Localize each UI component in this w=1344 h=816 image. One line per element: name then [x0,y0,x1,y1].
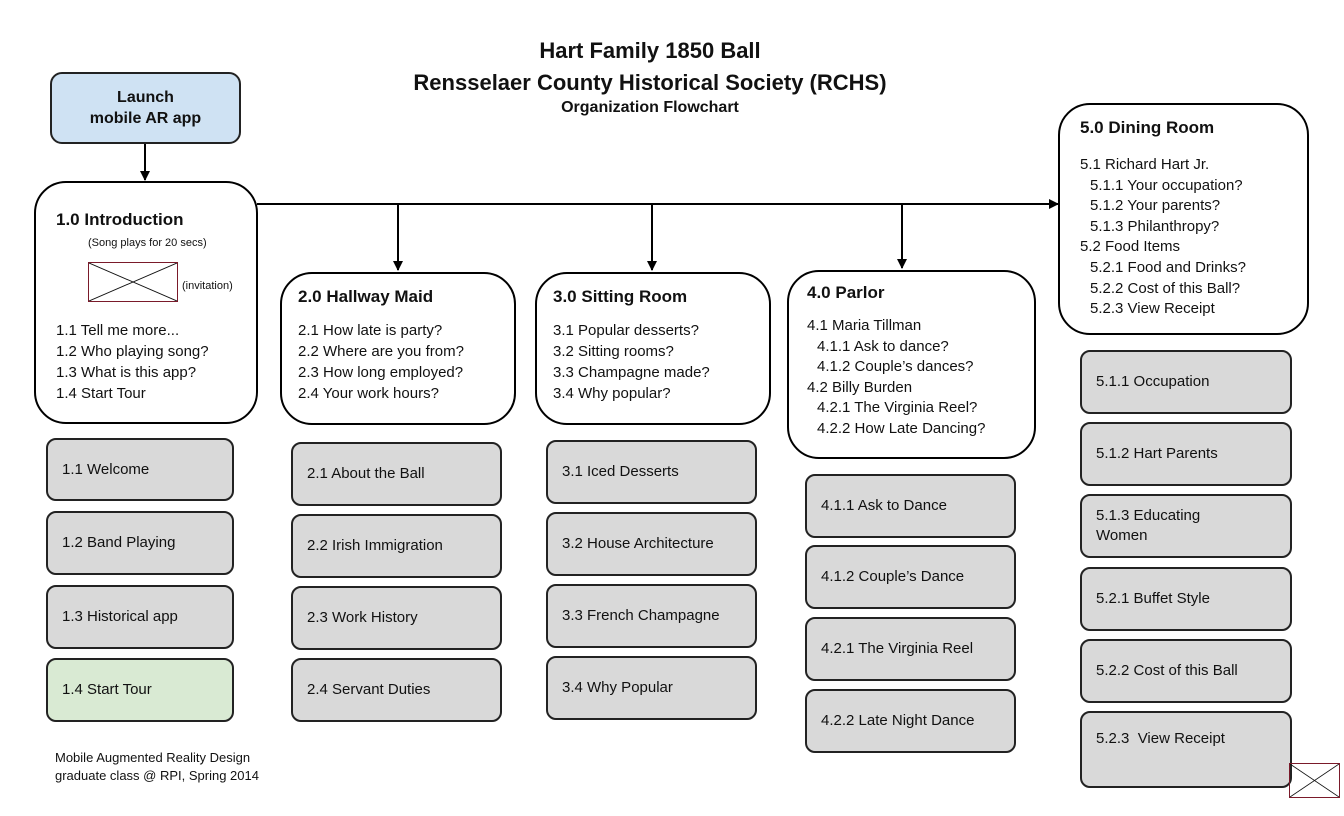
invitation-image-placeholder [88,262,178,302]
screen-box-4-1[interactable]: 4.1.1 Ask to Dance [805,474,1016,538]
dining-room-item: 5.1.3 Philanthropy? [1090,217,1220,235]
parlor-item: 4.1 Maria Tillman [807,317,922,334]
sitting-room-heading: 3.0 Sitting Room [553,287,688,306]
screen-label: 5.2.2 Cost of this Ball [1096,662,1238,679]
screen-label: 1.2 Band Playing [62,534,176,551]
screen-box-5-1[interactable]: 5.1.1 Occupation [1080,350,1292,414]
hallway-item: 2.3 How long employed? [298,364,464,381]
dining-room-item: 5.1.2 Your parents? [1090,197,1221,215]
screen-box-1-1[interactable]: 1.1 Welcome [46,438,234,501]
screen-box-5-5[interactable]: 5.2.2 Cost of this Ball [1080,639,1292,703]
screen-box-1-3[interactable]: 1.3 Historical app [46,585,234,649]
intro-item: 1.3 What is this app? [56,364,197,381]
launch-line-1: Launch [117,89,174,106]
screen-box-2-2[interactable]: 2.2 Irish Immigration [291,514,502,578]
intro-heading: 1.0 Introduction [56,210,184,229]
parlor-heading: 4.0 Parlor [807,283,885,302]
screen-box-4-4[interactable]: 4.2.2 Late Night Dance [805,689,1016,753]
parlor-item: 4.1.1 Ask to dance? [817,337,949,355]
screen-label: 2.1 About the Ball [307,465,425,482]
hallway-item: 2.1 How late is party? [298,322,443,339]
dining-room-item: 5.2.1 Food and Drinks? [1090,258,1246,276]
hallway-item: 2.2 Where are you from? [298,343,464,360]
sitting-room-item: 3.3 Champagne made? [553,364,710,381]
screen-box-1-4[interactable]: 1.4 Start Tour [46,658,234,722]
intro-item: 1.1 Tell me more... [56,322,180,339]
screen-box-3-2[interactable]: 3.2 House Architecture [546,512,757,576]
hallway-node[interactable]: 2.0 Hallway Maid 2.1 How late is party? … [280,272,516,425]
screen-label: 3.4 Why Popular [562,679,673,696]
footer-line-2: graduate class @ RPI, Spring 2014 [55,768,259,783]
screen-label: 4.2.1 The Virginia Reel [821,640,974,657]
sitting-room-node[interactable]: 3.0 Sitting Room 3.1 Popular desserts? 3… [535,272,771,425]
dining-room-item: 5.2.2 Cost of this Ball? [1090,279,1241,297]
screen-label: 3.2 House Architecture [562,535,714,552]
parlor-item: 4.1.2 Couple’s dances? [817,358,974,375]
dining-room-item: 5.2.3 View Receipt [1090,300,1215,318]
intro-item: 1.4 Start Tour [56,385,146,402]
hallway-item: 2.4 Your work hours? [298,385,439,402]
chart-subtitle: Rensselaer County Historical Society (RC… [413,70,887,95]
chart-caption: Organization Flowchart [561,99,739,116]
intro-node[interactable]: 1.0 Introduction (Song plays for 20 secs… [34,181,258,424]
screen-label: 4.1.1 Ask to Dance [821,497,947,514]
parlor-item: 4.2 Billy Burden [807,378,913,396]
screen-box-3-3[interactable]: 3.3 French Champagne [546,584,757,648]
parlor-node[interactable]: 4.0 Parlor 4.1 Maria Tillman 4.1.1 Ask t… [787,270,1036,459]
chart-title: Hart Family 1850 Ball [539,38,761,63]
sitting-room-item: 3.4 Why popular? [553,385,671,402]
screen-box-5-3[interactable]: 5.1.3 Educating Women [1080,494,1292,558]
screen-label: 5.1.1 Occupation [1096,373,1210,390]
launch-app-node[interactable]: Launch mobile AR app [50,72,241,144]
screen-label: 5.1.3 Educating Women [1096,507,1201,544]
footer-line-1: Mobile Augmented Reality Design [55,750,251,765]
screen-box-1-2[interactable]: 1.2 Band Playing [46,511,234,575]
parlor-item: 4.2.1 The Virginia Reel? [817,399,978,416]
screen-box-5-4[interactable]: 5.2.1 Buffet Style [1080,567,1292,631]
dining-room-item: 5.1.1 Your occupation? [1090,176,1243,194]
screen-label: 4.1.2 Couple’s Dance [821,568,965,585]
screen-box-2-3[interactable]: 2.3 Work History [291,586,502,650]
screen-label: 2.2 Irish Immigration [307,537,443,554]
screen-label: 3.1 Iced Desserts [562,463,679,480]
screen-box-4-2[interactable]: 4.1.2 Couple’s Dance [805,545,1016,609]
screen-label: 4.2.2 Late Night Dance [821,712,975,729]
screen-box-4-3[interactable]: 4.2.1 The Virginia Reel [805,617,1016,681]
footer-credit: Mobile Augmented Reality Design graduate… [55,749,259,785]
screen-label: 5.1.2 Hart Parents [1096,445,1218,462]
dining-room-item: 5.2 Food Items [1080,238,1181,256]
invitation-label: (invitation) [182,280,233,292]
screen-label: 5.2.3 View Receipt [1096,730,1225,747]
screen-box-2-4[interactable]: 2.4 Servant Duties [291,658,502,722]
sitting-room-item: 3.2 Sitting rooms? [553,343,674,360]
screen-label: 1.1 Welcome [62,460,150,478]
hallway-heading: 2.0 Hallway Maid [298,287,434,306]
screen-box-2-1[interactable]: 2.1 About the Ball [291,442,502,506]
screen-label: 3.3 French Champagne [562,607,720,624]
screen-label: 1.4 Start Tour [62,681,152,698]
receipt-image-placeholder [1288,763,1340,798]
dining-room-heading: 5.0 Dining Room [1080,118,1215,137]
screen-label: 5.2.1 Buffet Style [1096,590,1210,607]
parlor-item: 4.2.2 How Late Dancing? [817,419,986,437]
dining-room-item: 5.1 Richard Hart Jr. [1080,156,1210,173]
intro-item: 1.2 Who playing song? [56,343,209,360]
sitting-room-item: 3.1 Popular desserts? [553,322,699,339]
launch-line-2: mobile AR app [89,110,202,127]
screen-label: 2.4 Servant Duties [307,681,431,698]
screen-label: 2.3 Work History [307,609,418,626]
screen-box-5-2[interactable]: 5.1.2 Hart Parents [1080,422,1292,486]
screen-box-3-4[interactable]: 3.4 Why Popular [546,656,757,720]
screen-box-5-6[interactable]: 5.2.3 View Receipt [1080,711,1340,798]
intro-note: (Song plays for 20 secs) [88,237,207,249]
screen-label: 1.3 Historical app [62,608,178,625]
dining-room-node[interactable]: 5.0 Dining Room 5.1 Richard Hart Jr. 5.1… [1058,103,1309,335]
screen-box-3-1[interactable]: 3.1 Iced Desserts [546,440,757,504]
